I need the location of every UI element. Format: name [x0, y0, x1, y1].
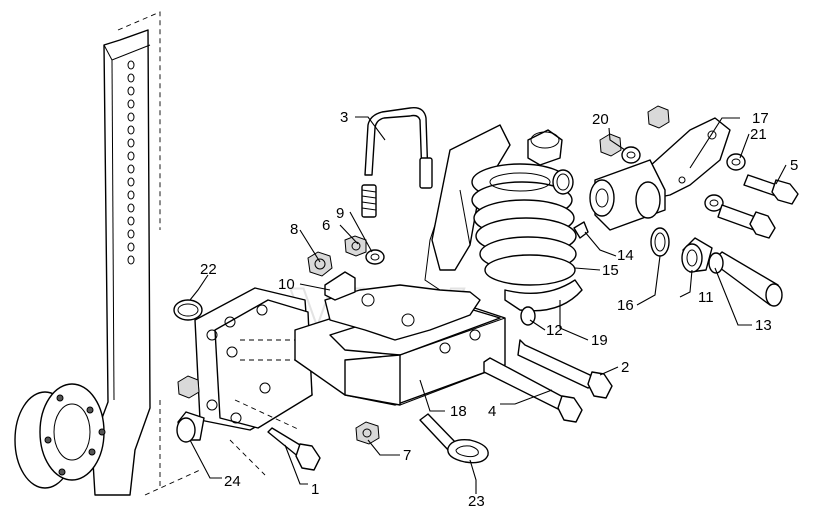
nuts-and-washers-left	[307, 235, 385, 301]
callout-22: 22	[200, 261, 217, 278]
callout-20: 20	[592, 111, 609, 128]
frame-holes	[127, 60, 135, 265]
callout-7: 7	[403, 447, 411, 464]
pin-with-ring	[419, 413, 489, 464]
callout-11: 11	[698, 289, 714, 306]
retaining-ring-22	[173, 299, 203, 321]
callout-16: 16	[617, 297, 634, 314]
callout-14: 14	[617, 247, 634, 264]
main-hitch-body	[294, 124, 511, 406]
nut-7	[355, 421, 380, 445]
tractor-frame	[14, 11, 201, 496]
callout-12: 12	[546, 322, 563, 339]
callout-24: 24	[224, 473, 241, 490]
callout-4: 4	[488, 403, 496, 420]
callout-6: 6	[322, 217, 330, 234]
callout-5: 5	[790, 157, 798, 174]
retaining-ring-spring	[552, 169, 574, 195]
callout-18: 18	[450, 403, 467, 420]
bushing-24	[176, 375, 205, 443]
callout-labels: 1 2 3 4 5 6 7 8 9 10 11 12 13 14 15 16 1…	[200, 109, 798, 510]
grease-nipple	[573, 221, 589, 239]
rocker-arm	[589, 117, 731, 231]
u-bolt	[361, 107, 433, 218]
callout-10: 10	[278, 276, 295, 293]
callout-21: 21	[750, 126, 767, 143]
wheel-hub	[14, 383, 106, 489]
top-sleeve	[527, 129, 563, 166]
bolt-2	[517, 339, 613, 399]
callout-8: 8	[290, 221, 298, 238]
callout-23: 23	[468, 493, 485, 510]
leader-lines	[189, 116, 787, 494]
callout-15: 15	[602, 262, 619, 279]
bolt-1	[267, 427, 321, 471]
bolt-5	[743, 174, 799, 205]
bolt-4	[483, 357, 583, 423]
callout-9: 9	[336, 205, 344, 222]
callout-1: 1	[311, 481, 319, 498]
bushing-11	[681, 237, 713, 273]
mounting-plate	[194, 287, 330, 476]
nuts-and-washers-right	[599, 105, 746, 212]
callout-3: 3	[340, 109, 348, 126]
callout-13: 13	[755, 317, 772, 334]
pin-13	[708, 251, 783, 307]
coil-spring	[471, 163, 577, 286]
bolt-rocker-lower	[717, 204, 776, 239]
callout-19: 19	[591, 332, 608, 349]
callout-2: 2	[621, 359, 629, 376]
retaining-ring-16	[650, 227, 670, 257]
callout-17: 17	[752, 110, 769, 127]
